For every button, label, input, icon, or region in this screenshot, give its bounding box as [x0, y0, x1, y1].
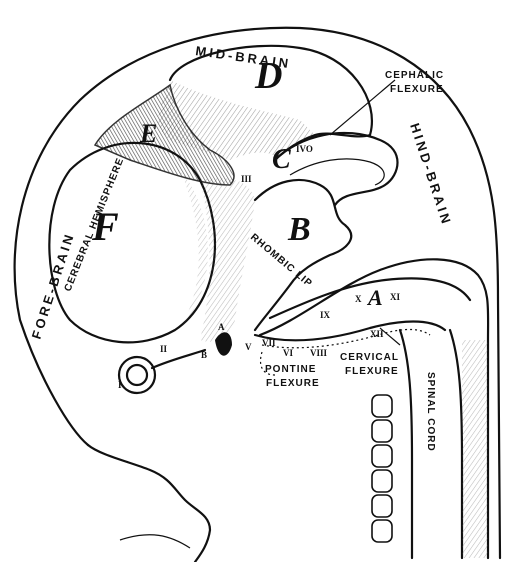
vertebra — [372, 445, 392, 467]
letter-d: D — [254, 55, 282, 97]
nerve-ix: IX — [320, 310, 331, 320]
letter-c-superscript: IVO — [296, 144, 313, 154]
nerve-vii: VII — [262, 338, 276, 348]
nerve-x: X — [355, 294, 362, 304]
nerve-viii: VIII — [310, 348, 328, 358]
nerve-vi: VI — [283, 348, 293, 358]
vertebra — [372, 420, 392, 442]
nerve-xii: XII — [370, 329, 384, 339]
vertebra — [372, 520, 392, 542]
forebrain-wall — [200, 178, 255, 342]
eye-inner — [127, 365, 147, 385]
cephalic-flexure-line1: CEPHALIC — [385, 70, 444, 81]
spinal-cord-front — [400, 330, 412, 558]
marker-a-small: A — [218, 322, 225, 332]
pontine-flexure-line2: FLEXURE — [266, 378, 320, 389]
nerve-v: V — [245, 342, 252, 352]
vertebra — [372, 470, 392, 492]
cervical-flexure-line1: CERVICAL — [340, 352, 399, 363]
marker-b-small: B — [201, 350, 207, 360]
letter-c: C — [272, 144, 291, 175]
face-profile — [88, 445, 210, 562]
letter-b: B — [287, 211, 311, 248]
spinal-cord-back — [450, 330, 462, 558]
spinal-cord-label: SPINAL CORD — [425, 372, 436, 452]
nerve-xi: XI — [390, 292, 400, 302]
jaw-line — [120, 535, 190, 548]
cephalic-flexure-line2: FLEXURE — [390, 84, 444, 95]
vertebra — [372, 495, 392, 517]
head-outline — [15, 28, 500, 558]
pontine-flexure-line1: PONTINE — [265, 364, 316, 375]
nerve-ii: II — [160, 344, 168, 354]
eye-outer — [119, 357, 155, 393]
hind-brain-label: HIND-BRAIN — [407, 121, 454, 228]
letter-a: A — [366, 285, 383, 310]
cervical-flexure-line2: FLEXURE — [345, 366, 399, 377]
nerve-iii: III — [241, 174, 252, 184]
spinal-cord-shading — [462, 340, 488, 558]
vertebrae — [372, 395, 392, 542]
nerve-i: I — [118, 380, 122, 390]
vertebra — [372, 395, 392, 417]
letter-e: E — [139, 119, 157, 148]
